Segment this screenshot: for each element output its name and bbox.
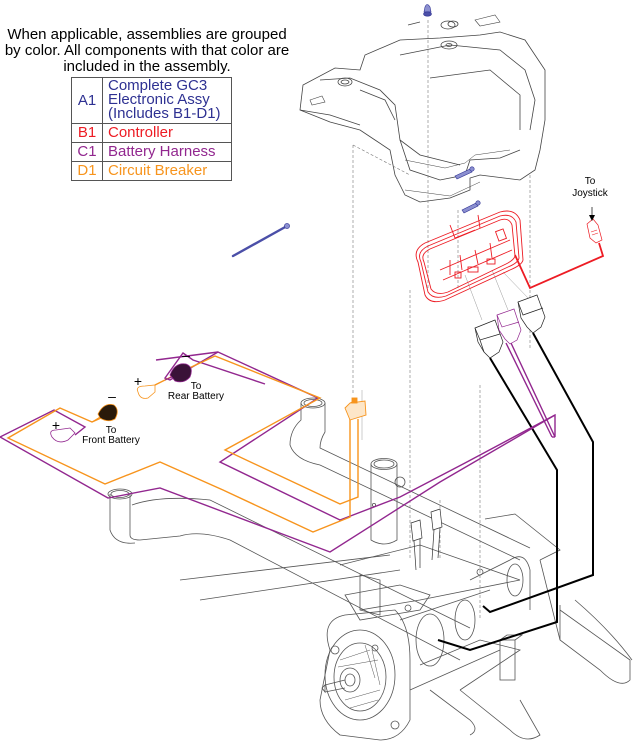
legend-label: Circuit Breaker (102, 161, 232, 181)
legend-label: Complete GC3 Electronic Assy (Includes B… (102, 77, 232, 124)
top-fastener (423, 4, 432, 17)
circuit-breaker (344, 397, 367, 421)
legend-label-text: Complete GC3 Electronic Assy (Includes B… (108, 77, 221, 122)
guide-lines-thin (361, 269, 531, 440)
front-battery-callout-to: To (106, 425, 117, 436)
legend-label: Battery Harness (102, 142, 232, 162)
frame (107, 397, 633, 741)
front-battery-terminals (50, 404, 118, 443)
front-positive-sign: + (52, 417, 60, 433)
joystick-cable (514, 207, 605, 290)
intro-text: When applicable, assemblies are grouped … (4, 26, 290, 75)
legend-label: Controller (102, 123, 232, 143)
assembly-legend-table: A1 Complete GC3 Electronic Assy (Include… (71, 77, 232, 181)
shroud (299, 14, 546, 203)
rear-battery-callout-to: To (191, 381, 202, 392)
legend-row-b1: B1 Controller (71, 123, 232, 143)
legend-code: D1 (71, 161, 103, 181)
controller (415, 210, 524, 303)
harness-plugs (410, 508, 443, 571)
harness-connector (496, 308, 522, 345)
circuit-breaker-wires (6, 355, 359, 533)
front-battery-callout-label: Front Battery (82, 435, 140, 446)
rear-battery-callout-label: Rear Battery (168, 391, 224, 402)
joystick-callout-label: Joystick (572, 188, 609, 199)
rear-battery-terminals (136, 363, 192, 399)
screws (454, 166, 481, 214)
legend-row-d1: D1 Circuit Breaker (71, 161, 232, 181)
motor-cables (437, 332, 594, 652)
rear-negative-sign: – (182, 347, 190, 363)
joystick-callout-to: To (585, 176, 596, 187)
rear-positive-sign: + (134, 373, 142, 389)
front-negative-sign: – (108, 388, 116, 404)
battery-harness (0, 342, 556, 553)
motor-connectors (474, 294, 546, 359)
cable-tie (231, 223, 290, 258)
legend-row-a1: A1 Complete GC3 Electronic Assy (Include… (71, 77, 232, 124)
